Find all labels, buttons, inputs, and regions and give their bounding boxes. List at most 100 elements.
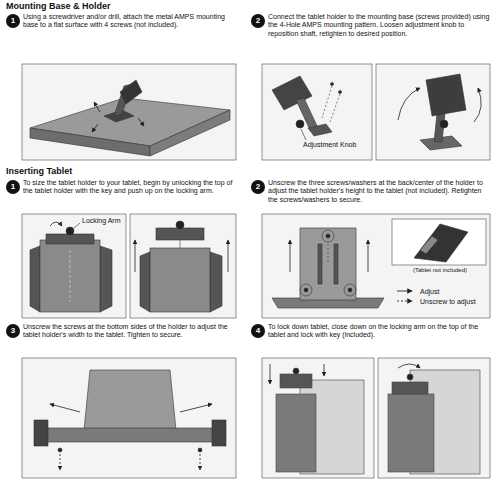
lock-arrow bbox=[270, 364, 271, 384]
screw-arrow bbox=[92, 102, 144, 132]
adjust-arrow bbox=[228, 240, 229, 272]
instruction-text: To size the tablet holder to your tablet… bbox=[23, 179, 236, 196]
holder-back-illustration bbox=[414, 224, 468, 262]
step-number: 2 bbox=[251, 14, 265, 28]
panel-frame bbox=[22, 64, 490, 478]
holder-back-illustration bbox=[334, 244, 338, 284]
holder-illustration bbox=[40, 240, 100, 312]
panel-frame bbox=[22, 358, 236, 478]
panel-frame bbox=[22, 214, 126, 318]
callout-number: 1 bbox=[6, 180, 20, 194]
holder-illustration bbox=[272, 76, 342, 136]
adjust-arrow bbox=[50, 404, 212, 470]
holder-back-illustration bbox=[304, 288, 308, 292]
legend-sample-line bbox=[397, 301, 412, 302]
step-badge-circle bbox=[6, 14, 20, 28]
panel-frame bbox=[378, 358, 490, 478]
holder-illustration bbox=[322, 86, 332, 118]
step-number: 1 bbox=[6, 14, 20, 28]
holder-back-illustration bbox=[272, 224, 468, 308]
step-number: 3 bbox=[6, 324, 20, 338]
step-number: 4 bbox=[251, 324, 265, 338]
callout-number: 1 bbox=[6, 14, 20, 28]
adjust-arrow bbox=[135, 240, 136, 272]
step-badge-circle bbox=[6, 324, 20, 338]
instruction-text: To lock down tablet, close down on the l… bbox=[268, 323, 490, 340]
step-badge-circle bbox=[251, 180, 265, 194]
holder-bottom-illustration bbox=[212, 420, 226, 446]
tablet-lock-illustration bbox=[407, 374, 413, 380]
table-illustration bbox=[30, 128, 150, 156]
holder-back-illustration bbox=[326, 234, 330, 238]
tablet-lock-illustration bbox=[276, 394, 316, 472]
holder-illustration bbox=[420, 74, 466, 150]
holder-illustration bbox=[66, 227, 74, 235]
section-heading: Inserting Tablet bbox=[6, 166, 72, 177]
holder-back-illustration bbox=[300, 284, 312, 296]
panel-frame bbox=[262, 64, 372, 160]
table-illustration bbox=[150, 110, 230, 156]
holder-illustration bbox=[339, 91, 342, 94]
legend-sample bbox=[396, 287, 416, 295]
holder-illustration bbox=[140, 252, 150, 312]
step-number: 1 bbox=[6, 180, 20, 194]
screw-arrow bbox=[138, 118, 144, 126]
holder-illustration bbox=[426, 74, 466, 116]
rotate-arrow bbox=[398, 88, 420, 120]
adjust-arrow bbox=[60, 454, 61, 470]
panel-frame bbox=[130, 214, 236, 318]
legend-sample bbox=[396, 297, 416, 305]
callout-number: 2 bbox=[251, 14, 265, 28]
holder-back-illustration bbox=[420, 236, 438, 254]
holder-back-illustration bbox=[300, 228, 356, 300]
adjust-arrow bbox=[200, 454, 201, 470]
panel-frame bbox=[262, 214, 490, 318]
holder-illustration bbox=[330, 94, 340, 122]
holder-illustration bbox=[30, 221, 222, 312]
legend-item: Adjust bbox=[396, 286, 477, 296]
holder-bottom-illustration bbox=[44, 428, 216, 442]
tablet-lock-illustration bbox=[388, 394, 434, 472]
legend-item: Unscrew to adjust bbox=[396, 296, 477, 306]
part-label: Adjustment Knob bbox=[302, 141, 357, 149]
table-illustration bbox=[30, 80, 230, 156]
holder-bottom-illustration bbox=[34, 420, 48, 446]
leader-line bbox=[74, 223, 80, 228]
holder-bottom-illustration bbox=[198, 448, 202, 452]
instruction-text: Unscrew the screws at the bottom sides o… bbox=[23, 323, 236, 340]
legend-sample-line bbox=[397, 291, 412, 292]
holder-illustration bbox=[150, 248, 210, 312]
holder-bottom-illustration bbox=[58, 448, 62, 452]
section-heading: Mounting Base & Holder bbox=[6, 1, 111, 12]
holder-illustration bbox=[331, 83, 334, 86]
adjust-arrow bbox=[290, 240, 368, 272]
holder-bottom-illustration bbox=[34, 370, 226, 452]
holder-back-illustration bbox=[348, 288, 352, 292]
holder-illustration bbox=[156, 228, 204, 240]
tablet-lock-illustration bbox=[392, 382, 428, 394]
step-number: 2 bbox=[251, 180, 265, 194]
holder-illustration bbox=[180, 240, 181, 248]
leader-line bbox=[301, 129, 306, 140]
adjust-arrow bbox=[368, 240, 369, 272]
adjust-arrow bbox=[50, 222, 228, 272]
screw-arrow bbox=[94, 102, 100, 112]
part-label: Locking Arm bbox=[81, 217, 122, 225]
step-badge-circle bbox=[6, 180, 20, 194]
legend-text: Adjust bbox=[419, 288, 440, 295]
leader-line bbox=[74, 223, 80, 228]
lock-arrow bbox=[270, 364, 420, 384]
holder-illustration bbox=[308, 124, 332, 136]
instruction-text: Using a screwdriver and/or drill, attach… bbox=[23, 13, 236, 30]
panel-frame bbox=[262, 358, 374, 478]
instruction-text: Connect the tablet holder to the mountin… bbox=[268, 13, 490, 38]
table-illustration bbox=[120, 80, 142, 104]
holder-illustration bbox=[210, 252, 222, 312]
holder-illustration bbox=[30, 246, 40, 312]
holder-illustration bbox=[440, 120, 448, 128]
note: (Tablet not included) bbox=[393, 267, 487, 274]
tablet-lock-illustration bbox=[276, 368, 480, 474]
